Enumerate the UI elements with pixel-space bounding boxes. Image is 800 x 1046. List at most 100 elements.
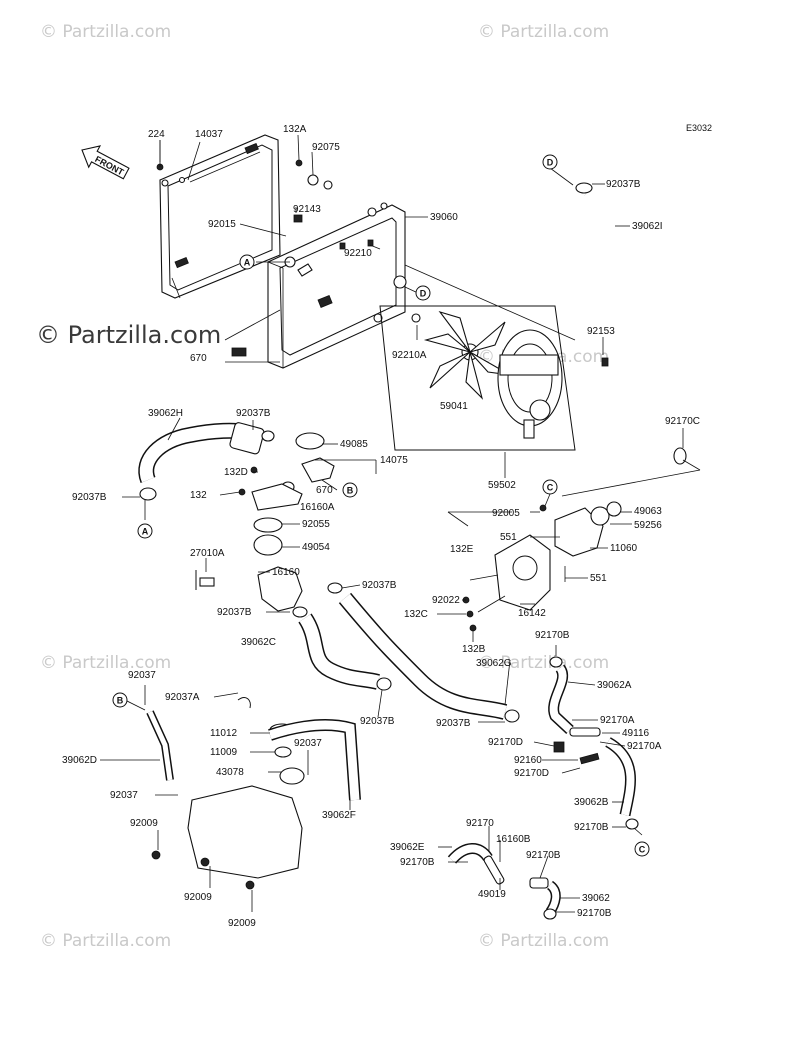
- part-label: 92037B: [362, 580, 397, 591]
- part-label: 11009: [210, 747, 238, 758]
- part-label: 92143: [293, 204, 321, 215]
- part-label: 670: [190, 353, 207, 364]
- hose-39062E: [447, 843, 561, 920]
- part-label: 92037A: [165, 692, 200, 703]
- part-label: 14037: [195, 129, 223, 140]
- part-label: 92015: [208, 219, 236, 230]
- part-label: 92210A: [392, 350, 427, 361]
- part-label: 43078: [216, 767, 244, 778]
- part-label: 92075: [312, 142, 340, 153]
- callout-a: A: [142, 527, 149, 537]
- part-label: 92009: [130, 818, 158, 829]
- part-label: 16160A: [300, 502, 335, 513]
- part-label: 11060: [610, 543, 638, 554]
- part-label: 92037: [110, 790, 138, 801]
- part-label: 59256: [634, 520, 662, 531]
- part-label: 49116: [622, 728, 650, 739]
- part-label: 92055: [302, 519, 330, 530]
- part-label: 132B: [462, 644, 486, 655]
- watermark: © Partzilla.com: [478, 22, 609, 42]
- part-label: 92037B: [606, 179, 641, 190]
- leader-lines: [100, 134, 701, 913]
- part-label: 92153: [587, 326, 615, 337]
- part-label: 92022: [432, 595, 460, 606]
- hose-39062A-B: [548, 656, 639, 830]
- callout-c: C: [639, 845, 646, 855]
- part-label: 670: [316, 485, 333, 496]
- part-label: 39060: [430, 212, 458, 223]
- part-label: 92009: [228, 918, 256, 929]
- callout-b: B: [347, 486, 354, 496]
- part-label: 92170D: [488, 737, 523, 748]
- part-label: 92170C: [665, 416, 700, 427]
- part-label: 16142: [518, 608, 546, 619]
- radiator-shroud: [159, 134, 281, 299]
- part-label: 92037B: [236, 408, 271, 419]
- water-pump: [462, 501, 622, 632]
- part-label: 92170A: [627, 741, 662, 752]
- part-label: 11012: [210, 728, 238, 739]
- part-label: 49085: [340, 439, 368, 450]
- part-label: 132D: [224, 467, 248, 478]
- top-hardware: [156, 140, 407, 357]
- part-label: 92037B: [360, 716, 395, 727]
- part-label: 92170B: [400, 857, 435, 868]
- callout-b: B: [117, 696, 124, 706]
- part-label: 224: [148, 129, 165, 140]
- part-label: 551: [590, 573, 607, 584]
- part-label: 16160: [272, 567, 300, 578]
- part-label: 132: [190, 490, 207, 501]
- part-label: 551: [500, 532, 517, 543]
- part-label: 49054: [302, 542, 330, 553]
- part-label: 16160B: [496, 834, 531, 845]
- part-label: 27010A: [190, 548, 225, 559]
- part-label: 39062B: [574, 797, 609, 808]
- reserve-tank: [146, 697, 361, 890]
- radiator: [267, 202, 406, 369]
- part-label: 92170: [466, 818, 494, 829]
- part-label: 92005: [492, 508, 520, 519]
- part-label: 92037: [294, 738, 322, 749]
- part-label: 39062C: [241, 637, 276, 648]
- part-label: 92037: [128, 670, 156, 681]
- part-label: 132A: [283, 124, 307, 135]
- part-label: 92170D: [514, 768, 549, 779]
- part-label: 92170B: [535, 630, 570, 641]
- part-label: 14075: [380, 455, 408, 466]
- watermark: © Partzilla.com: [478, 931, 609, 951]
- part-label: 92037B: [72, 492, 107, 503]
- part-label: 39062F: [322, 810, 356, 821]
- part-label: 92170B: [574, 822, 609, 833]
- hose-39062G: [338, 592, 520, 723]
- part-label: 92160: [514, 755, 542, 766]
- arrow-icon: [81, 145, 130, 180]
- watermark: © Partzilla.com: [40, 653, 171, 673]
- callouts: A A B B C C D D: [112, 154, 650, 857]
- part-label: 39062I: [632, 221, 663, 232]
- part-label: 92037B: [436, 718, 471, 729]
- watermark-large: © Partzilla.com: [36, 321, 221, 349]
- thermostat-housing: [138, 422, 343, 618]
- callout-d: D: [547, 158, 554, 168]
- part-label: 92210: [344, 248, 372, 259]
- part-label: 92009: [184, 892, 212, 903]
- part-label: 92170B: [577, 908, 612, 919]
- front-arrow: FRONT: [81, 145, 130, 180]
- fan-assembly: [379, 305, 609, 451]
- callout-d: D: [420, 289, 427, 299]
- callout-a: A: [244, 258, 251, 268]
- part-label: 49019: [478, 889, 506, 900]
- part-label: 39062E: [390, 842, 425, 853]
- part-label: 132C: [404, 609, 428, 620]
- watermark: © Partzilla.com: [40, 931, 171, 951]
- part-label: 59502: [488, 480, 516, 491]
- diagram-code: E3032: [686, 123, 712, 133]
- callout-c: C: [547, 483, 554, 493]
- part-label: 59041: [440, 401, 468, 412]
- watermark: © Partzilla.com: [40, 22, 171, 42]
- part-label: 92170B: [526, 850, 561, 861]
- part-label: 39062: [582, 893, 610, 904]
- watermark: © Partzilla.com: [478, 653, 609, 673]
- hose-39062C: [298, 613, 392, 691]
